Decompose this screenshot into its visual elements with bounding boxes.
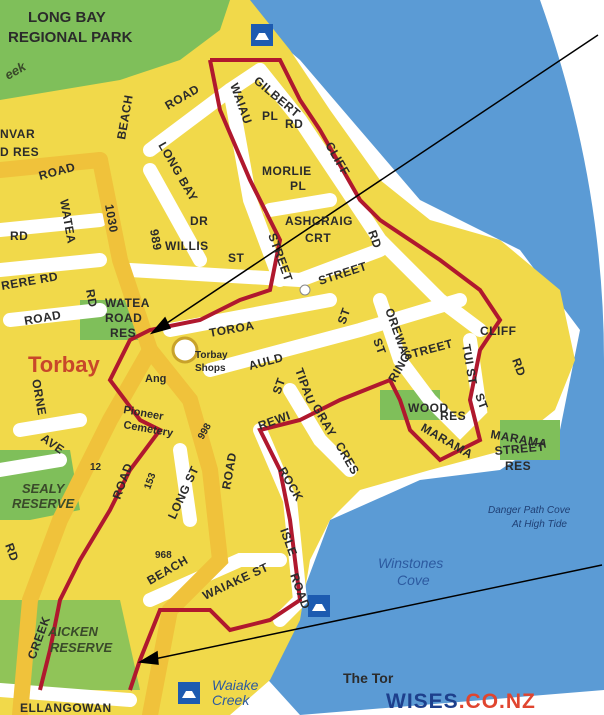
label-dr: DR [190, 214, 208, 228]
label-d-res: D RES [0, 145, 39, 159]
label-rd-bottom-left: RD [2, 541, 21, 563]
label-ang: Ang [145, 373, 166, 385]
label-gilbert-rd: RD [285, 117, 303, 131]
label-cliff-rd: RD [365, 228, 384, 250]
label-waiake: Waiake [212, 677, 259, 693]
label-sealy: SEALY [22, 481, 66, 496]
label-oreva-st: ST [370, 336, 389, 356]
label-989: 989 [147, 228, 165, 252]
label-watea-rd: RD [83, 288, 100, 308]
boat-ramp-icon [178, 682, 200, 704]
label-ashcraig: ASHCRAIG [285, 214, 353, 228]
label-orne: ORNE [29, 378, 49, 417]
sea [230, 0, 604, 715]
label-cliff2: CLIFF [480, 324, 517, 338]
wises-brand-logo: WISES.CO.NZ [386, 690, 536, 714]
label-auld-st: ST [270, 376, 289, 396]
label-ringwood-res: RES [440, 409, 466, 423]
label-creek-waiake: Creek [212, 692, 250, 708]
label-12: 12 [90, 462, 102, 473]
label-torbay-shops-1: Torbay [195, 350, 228, 361]
label-torbay-shops-2: Shops [195, 363, 226, 374]
brand-suffix: .CO.NZ [458, 690, 536, 713]
label-danger-2: At High Tide [511, 519, 567, 530]
label-968: 968 [155, 550, 172, 561]
roundabout [171, 336, 199, 364]
label-1030: 1030 [102, 203, 121, 234]
label-ashcraig-crt: CRT [305, 231, 331, 245]
marama-reserve [500, 420, 560, 460]
label-road-left2: ROAD [23, 308, 62, 328]
label-danger-1: Danger Path Cove [488, 505, 571, 516]
boat-ramp-icon [308, 595, 330, 617]
label-cove: Cove [397, 572, 430, 588]
label-willis-st: ST [228, 251, 245, 265]
label-gilbert-pl: PL [262, 109, 278, 123]
label-road-reserve: ROAD [105, 311, 142, 325]
long-bay-park [0, 0, 230, 100]
small-roundabout [299, 284, 311, 296]
annotation-arrows [137, 34, 603, 665]
label-morlie: MORLIE [262, 164, 312, 178]
label-reserve: RESERVE [12, 496, 74, 511]
label-marama-st: ST [472, 391, 491, 411]
label-torbay: Torbay [28, 352, 100, 377]
label-rd-left: RD [10, 229, 28, 243]
walking-route [128, 58, 503, 691]
label-aicken-reserve: RESERVE [50, 640, 112, 655]
label-cliff-rd2: RD [509, 356, 528, 378]
label-marama-res: RES [505, 459, 531, 473]
label-morlie-pl: PL [290, 179, 306, 193]
label-winstones: Winstones [378, 555, 443, 571]
label-road-mid: ROAD [219, 451, 239, 490]
land [0, 0, 575, 715]
label-willis: WILLIS [165, 239, 209, 253]
label-nvar: NVAR [0, 127, 35, 141]
label-wood: WOOD [408, 401, 449, 415]
map-edge [540, 0, 604, 360]
label-watea-reserve: WATEA [105, 296, 150, 310]
brand-word: WISES [386, 690, 459, 713]
label-toroa-st: ST [335, 306, 354, 326]
label-ellangowan: ELLANGOWAN [20, 701, 112, 715]
label-the-tor: The Tor [343, 670, 394, 686]
label-regional-park: REGIONAL PARK [8, 29, 133, 46]
walking-route-west [38, 59, 283, 691]
label-long-bay: LONG BAY [28, 9, 106, 26]
label-res: RES [110, 326, 136, 340]
label-aicken: AICKEN [47, 624, 98, 639]
label-street-res: STREET [494, 440, 546, 458]
boat-ramp-icon [251, 24, 273, 46]
